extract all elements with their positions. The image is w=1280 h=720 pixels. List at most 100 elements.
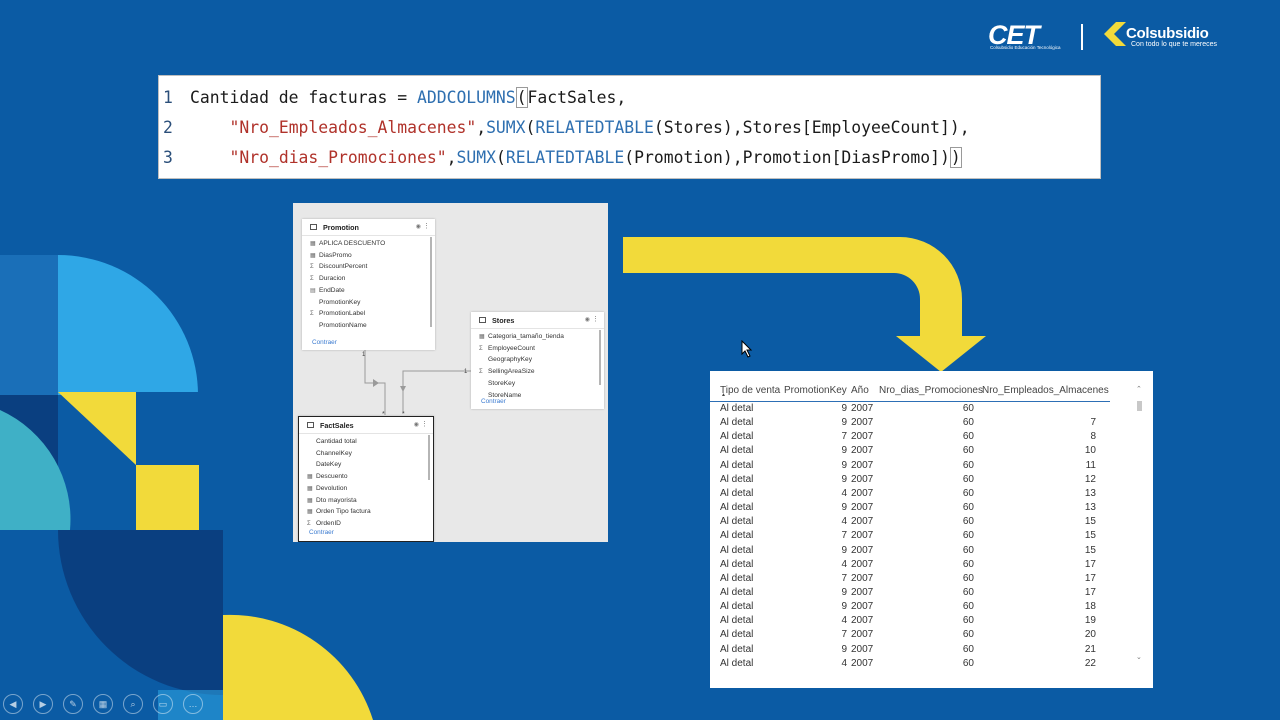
table-cell: 60 xyxy=(962,502,974,514)
relationship-one-label: 1 xyxy=(464,369,468,375)
table-card-header[interactable]: Stores◉⋮ xyxy=(471,312,604,329)
more-options-icon[interactable]: ⋮ xyxy=(421,421,428,428)
field-type-icon: ▦ xyxy=(479,334,485,340)
table-field[interactable]: ▦Categoria_tamaño_tienda xyxy=(479,331,564,342)
field-type-icon: ▦ xyxy=(307,509,313,516)
field-name: PromotionName xyxy=(319,321,367,329)
table-field[interactable]: StoreName xyxy=(479,390,521,401)
table-cell: 7 xyxy=(1090,417,1096,429)
toolbar-next-button[interactable]: ▶ xyxy=(33,694,53,714)
visibility-eye-icon[interactable]: ◉ xyxy=(415,224,421,230)
table-field[interactable]: ▦Devolution xyxy=(307,483,347,494)
column-header[interactable]: Nro_Empleados_Almacenes xyxy=(982,385,1109,396)
table-cell: 21 xyxy=(1084,643,1096,655)
more-options-icon[interactable]: ⋮ xyxy=(423,223,430,230)
card-scrollbar[interactable] xyxy=(430,237,432,327)
collapse-link[interactable]: Contraer xyxy=(481,398,506,405)
table-cell: 2007 xyxy=(851,629,874,641)
collapse-link[interactable]: Contraer xyxy=(312,339,337,346)
table-card-header[interactable]: Promotion◉⋮ xyxy=(302,219,435,236)
card-scrollbar[interactable] xyxy=(428,435,430,480)
toolbar-zoom-button[interactable]: ⌕ xyxy=(123,694,143,714)
table-cell: 2007 xyxy=(851,417,874,429)
more-options-icon[interactable]: ⋮ xyxy=(592,316,599,323)
field-name: APLICA DESCUENTO xyxy=(319,240,386,247)
table-field[interactable]: ChannelKey xyxy=(307,448,352,459)
toolbar-previous-button[interactable]: ◀ xyxy=(3,694,23,714)
table-field[interactable]: ▦APLICA DESCUENTO xyxy=(310,238,385,249)
visibility-eye-icon[interactable]: ◉ xyxy=(584,317,590,323)
table-field[interactable]: PromotionName xyxy=(310,320,367,331)
toolbar-subtitles-button[interactable]: ▭ xyxy=(153,694,173,714)
table-cell: 9 xyxy=(841,502,847,514)
toolbar-more-button[interactable]: … xyxy=(183,694,203,714)
field-name: EmployeeCount xyxy=(488,344,535,352)
table-field[interactable]: PromotionKey xyxy=(310,297,360,308)
table-field[interactable]: StoreKey xyxy=(479,378,515,389)
next-icon: ▶ xyxy=(39,699,47,709)
table-cell: 60 xyxy=(962,629,974,641)
scrollbar-thumb[interactable] xyxy=(1137,401,1142,411)
table-cell: 9 xyxy=(841,459,847,471)
cet-logo-text: CET xyxy=(988,20,1040,50)
table-field[interactable]: ▦DiasPromo xyxy=(310,250,352,261)
table-field[interactable]: DateKey xyxy=(307,459,341,470)
scroll-up-icon[interactable]: ⌃ xyxy=(1136,386,1142,393)
table-card-header[interactable]: FactSales◉⋮ xyxy=(299,417,433,434)
table-field[interactable]: GeographyKey xyxy=(479,354,532,365)
table-cell: 60 xyxy=(962,657,974,669)
code-token: FactSales, xyxy=(527,88,627,107)
table-cell: 60 xyxy=(962,487,974,499)
table-field[interactable]: ▦Orden Tipo factura xyxy=(307,506,371,517)
toolbar-slides-button[interactable]: ▦ xyxy=(93,694,113,714)
scroll-down-icon[interactable]: ⌄ xyxy=(1136,654,1142,661)
column-header[interactable]: Año xyxy=(851,385,869,396)
visibility-eye-icon[interactable]: ◉ xyxy=(413,422,419,428)
column-header[interactable]: Nro_dias_Promociones xyxy=(879,385,983,396)
table-field[interactable]: ▦Descuento xyxy=(307,471,348,482)
column-header[interactable]: PromotionKey xyxy=(784,385,847,396)
toolbar-pen-button[interactable]: ✎ xyxy=(63,694,83,714)
card-scrollbar[interactable] xyxy=(599,330,601,385)
column-header[interactable]: Tipo de venta xyxy=(720,385,781,396)
table-field[interactable]: ▦Dto mayorista xyxy=(307,495,357,506)
vertical-scrollbar[interactable]: ⌃ ⌄ xyxy=(1136,385,1144,675)
table-field[interactable]: Cantidad total xyxy=(307,436,357,447)
table-field[interactable]: ▤EndDate xyxy=(310,285,345,296)
collapse-link[interactable]: Contraer xyxy=(309,529,334,536)
table-cell: 17 xyxy=(1084,572,1096,584)
table-cell: 7 xyxy=(841,530,847,542)
field-name: StoreKey xyxy=(488,379,516,387)
table-cell: 15 xyxy=(1084,530,1096,542)
